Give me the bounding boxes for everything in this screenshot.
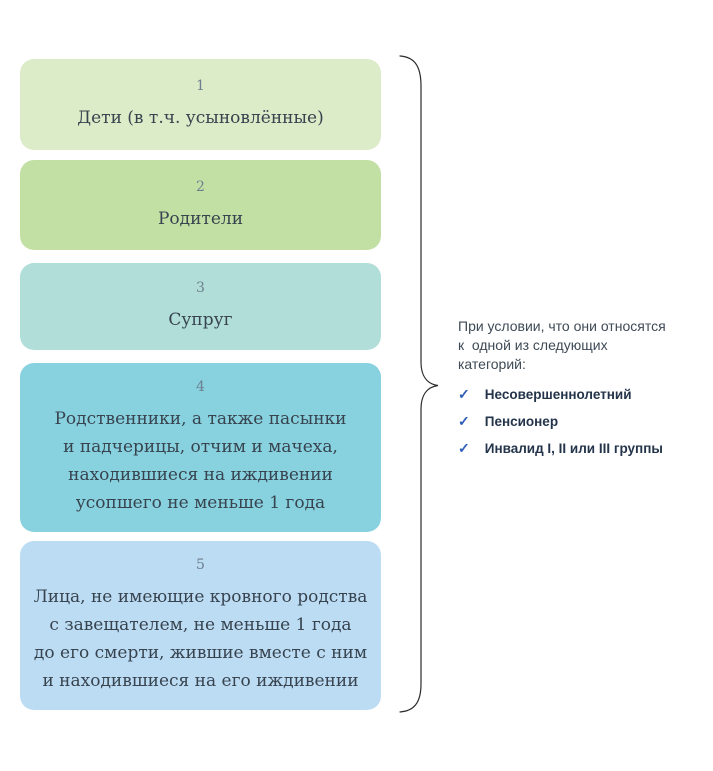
check-icon: ✓: [458, 413, 470, 429]
card-number: 2: [196, 178, 205, 195]
condition-item-minor: ✓ Несовершеннолетний: [458, 386, 696, 403]
card-heirs-relatives: 4 Родственники, а также пасынки и падчер…: [20, 363, 381, 532]
condition-heading: При условии, что они относятся к одной и…: [458, 318, 666, 372]
card-text: Супруг: [168, 310, 233, 330]
card-number: 3: [196, 280, 205, 296]
condition-panel: При условии, что они относятся к одной и…: [458, 317, 696, 467]
check-icon: ✓: [458, 440, 470, 456]
card-heirs-parents: 2 Родители: [20, 160, 381, 250]
condition-item-disabled: ✓ Инвалид I, II или III группы: [458, 440, 696, 457]
condition-label: Пенсионер: [484, 414, 559, 429]
card-text: Родственники, а также пасынки и падчериц…: [54, 409, 347, 513]
card-number: 4: [196, 379, 205, 395]
card-number: 5: [196, 557, 205, 573]
card-heirs-children: 1 Дети (в т.ч. усыновлённые): [20, 59, 381, 150]
card-heirs-non-relatives: 5 Лица, не имеющие кровного родства с за…: [20, 541, 381, 710]
condition-item-pensioner: ✓ Пенсионер: [458, 413, 696, 430]
card-number: 1: [196, 78, 205, 94]
condition-list: ✓ Несовершеннолетний ✓ Пенсионер ✓ Инвал…: [458, 386, 696, 457]
card-heirs-spouse: 3 Супруг: [20, 263, 381, 350]
card-text: Дети (в т.ч. усыновлённые): [77, 108, 324, 128]
check-icon: ✓: [458, 386, 470, 402]
card-text: Лица, не имеющие кровного родства с заве…: [33, 587, 368, 691]
curly-brace: [399, 55, 439, 713]
card-text: Родители: [157, 208, 244, 229]
condition-label: Инвалид I, II или III группы: [484, 441, 663, 456]
condition-label: Несовершеннолетний: [484, 387, 632, 402]
